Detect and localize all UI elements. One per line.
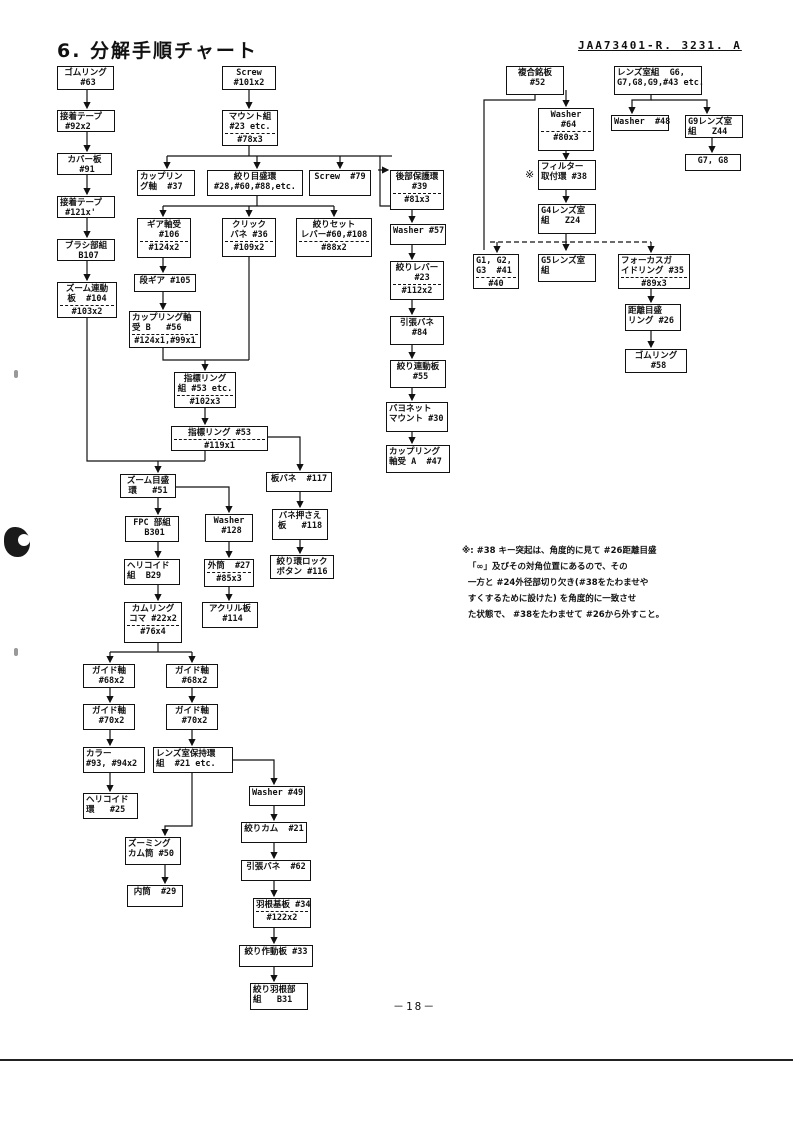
node-washer-49: Washer #49 — [249, 786, 305, 806]
node-index-ring-53: 指標リング #53#119x1 — [171, 426, 268, 451]
node-zoom-scale-ring-51: ズーム目盛 環 #51 — [120, 474, 176, 498]
node-guide-shaft-70-right: ガイド軸 #70x2 — [166, 704, 218, 730]
node-screw-79: Screw #79 — [309, 170, 371, 196]
node-guide-shaft-70-left: ガイド軸 #70x2 — [83, 704, 135, 730]
node-spring-retainer-118: バネ押さえ 板 #118 — [272, 509, 328, 540]
node-gomu-ring-58: ゴムリング #58 — [625, 349, 687, 373]
scan-smudge — [14, 370, 18, 378]
node-composite-nameplate-52: 複合銘板 #52 — [506, 66, 564, 95]
node-aperture-lever-23: 絞りレバー #23#112x2 — [390, 261, 444, 300]
node-filter-mount-ring-38: フィルター 取付環 #38 — [538, 160, 596, 190]
node-washer-48: Washer #48 — [611, 115, 670, 131]
node-cam-ring-roller-22: カムリング コマ #22x2#76x4 — [124, 602, 182, 643]
node-g4-lens-chamber-z24: G4レンズ室 組 Z24 — [538, 204, 596, 234]
node-cover-plate-91: カバー板 #91 — [57, 153, 112, 175]
node-aperture-cam-21: 絞りカム #21 — [241, 822, 307, 843]
node-focus-guide-ring-35: フォーカスガ イドリング #35#89x3 — [618, 254, 690, 289]
note-line: た状態で、 #38をたわませて #26から外すこと。 — [462, 610, 665, 620]
note-asterisk-marker: ※ — [525, 168, 535, 181]
node-gomu-ring-63: ゴムリング #63 — [57, 66, 114, 90]
note-line: すくするために設けた) を角度的に一致させ — [462, 594, 637, 604]
node-aperture-lock-button-116: 絞り環ロック ボタン #116 — [270, 555, 334, 579]
node-g5-lens-chamber: G5レンズ室 組 — [538, 254, 596, 282]
node-blade-base-plate-34: 羽根基板 #34#122x2 — [253, 898, 311, 928]
note-line: 「∞」及びその対角位置にあるので、その — [462, 562, 628, 572]
node-collar-93: カラー #93, #94x2 — [83, 747, 145, 773]
node-aperture-set-lever-60: 絞りセット レバー#60,#108#88x2 — [296, 218, 372, 257]
node-bayonet-mount-30: バヨネット マウント #30 — [386, 402, 448, 432]
document-number: JAA73401-R. 3231. A — [578, 39, 742, 52]
node-helicoid-ring-25: ヘリコイド 環 #25 — [83, 793, 138, 819]
node-aperture-link-plate-55: 絞り連動板 #55 — [390, 360, 446, 388]
node-washer-64: Washer #64#80x3 — [538, 108, 594, 151]
node-rear-protection-ring-39: 後部保護環 #39#81x3 — [390, 170, 444, 210]
node-inner-barrel-29: 内筒 #29 — [127, 885, 183, 907]
node-index-ring-assy-53: 指標リング 組 #53 etc.#102x3 — [174, 372, 236, 408]
node-gear-bearing-106: ギア軸受 #106#124x2 — [137, 218, 191, 258]
node-washer-128: Washer #128 — [205, 514, 253, 542]
node-lens-chamber-assy-g6: レンズ室組 G6, G7,G8,G9,#43 etc. — [614, 66, 704, 95]
node-distance-scale-ring-26: 距離目盛 リング #26 — [625, 304, 681, 331]
node-click-spring-36: クリック バネ #36#109x2 — [222, 218, 276, 257]
page-bottom-rule — [0, 1059, 793, 1061]
node-step-gear-105: 段ギア #105 — [134, 274, 196, 292]
node-coupling-shaft-37: カップリン グ軸 #37 — [137, 170, 195, 196]
node-coupling-bearing-b-56: カップリング軸 受 B #56#124x1,#99x1 — [129, 311, 201, 348]
node-adhesive-tape-121: 接着テープ #121x' — [57, 196, 115, 218]
scan-smudge — [14, 648, 18, 656]
node-lens-chamber-holder-ring-21: レンズ室保持環 組 #21 etc. — [153, 747, 233, 773]
node-fpc-assy-b301: FPC 部組 B301 — [125, 516, 179, 542]
node-coupling-bearing-a-47: カップリング 軸受 A #47 — [386, 445, 450, 473]
node-helicoid-assy-b29: ヘリコイド 組 B29 — [124, 559, 180, 585]
node-outer-barrel-27: 外筒 #27#85x3 — [204, 559, 254, 587]
note-line: 一方と #24外径部切り欠き(#38をたわませや — [462, 578, 649, 588]
node-washer-57: Washer #57 — [390, 224, 446, 245]
disassembly-note: ※: #38 キー突起は、角度的に見て #26距離目盛 「∞」及びその対角位置に… — [462, 543, 722, 623]
node-aperture-blade-assy-b31: 絞り羽根部 組 B31 — [250, 983, 308, 1010]
page-title: 6. 分解手順チャート — [57, 40, 258, 62]
node-g7-g8: G7, G8 — [685, 154, 741, 171]
node-zooming-cam-barrel-50: ズーミング カム筒 #50 — [125, 837, 181, 865]
node-acrylic-plate-114: アクリル板 #114 — [202, 602, 258, 628]
note-line: ※: #38 キー突起は、角度的に見て #26距離目盛 — [462, 546, 657, 556]
node-zoom-link-plate-104: ズーム連動 板 #104#103x2 — [57, 282, 117, 318]
node-aperture-scale-ring-28: 絞り目盛環 #28,#60,#88,etc. — [207, 170, 303, 196]
node-adhesive-tape-92: 接着テープ #92x2 — [57, 110, 115, 132]
node-tension-spring-84: 引張バネ #84 — [390, 316, 444, 345]
node-screw-101: Screw #101x2 — [222, 66, 276, 90]
node-leaf-spring-117: 板バネ #117 — [266, 472, 332, 492]
node-aperture-drive-plate-33: 絞り作動板 #33 — [239, 945, 313, 967]
node-brush-assy-b107: ブラシ部組 B107 — [57, 239, 115, 261]
node-guide-shaft-68-right: ガイド軸 #68x2 — [166, 664, 218, 688]
node-tension-spring-62: 引張バネ #62 — [241, 860, 311, 881]
node-mount-assy-23: マウント組 #23 etc.#78x3 — [222, 110, 278, 146]
scan-ink-blot-hole — [18, 534, 30, 546]
node-g1-g2-g3-41: G1, G2, G3 #41#40 — [473, 254, 519, 289]
node-g9-lens-chamber-z44: G9レンズ室 組 Z44 — [685, 115, 743, 138]
page-number: －18－ — [393, 1000, 437, 1013]
node-guide-shaft-68-left: ガイド軸 #68x2 — [83, 664, 135, 688]
